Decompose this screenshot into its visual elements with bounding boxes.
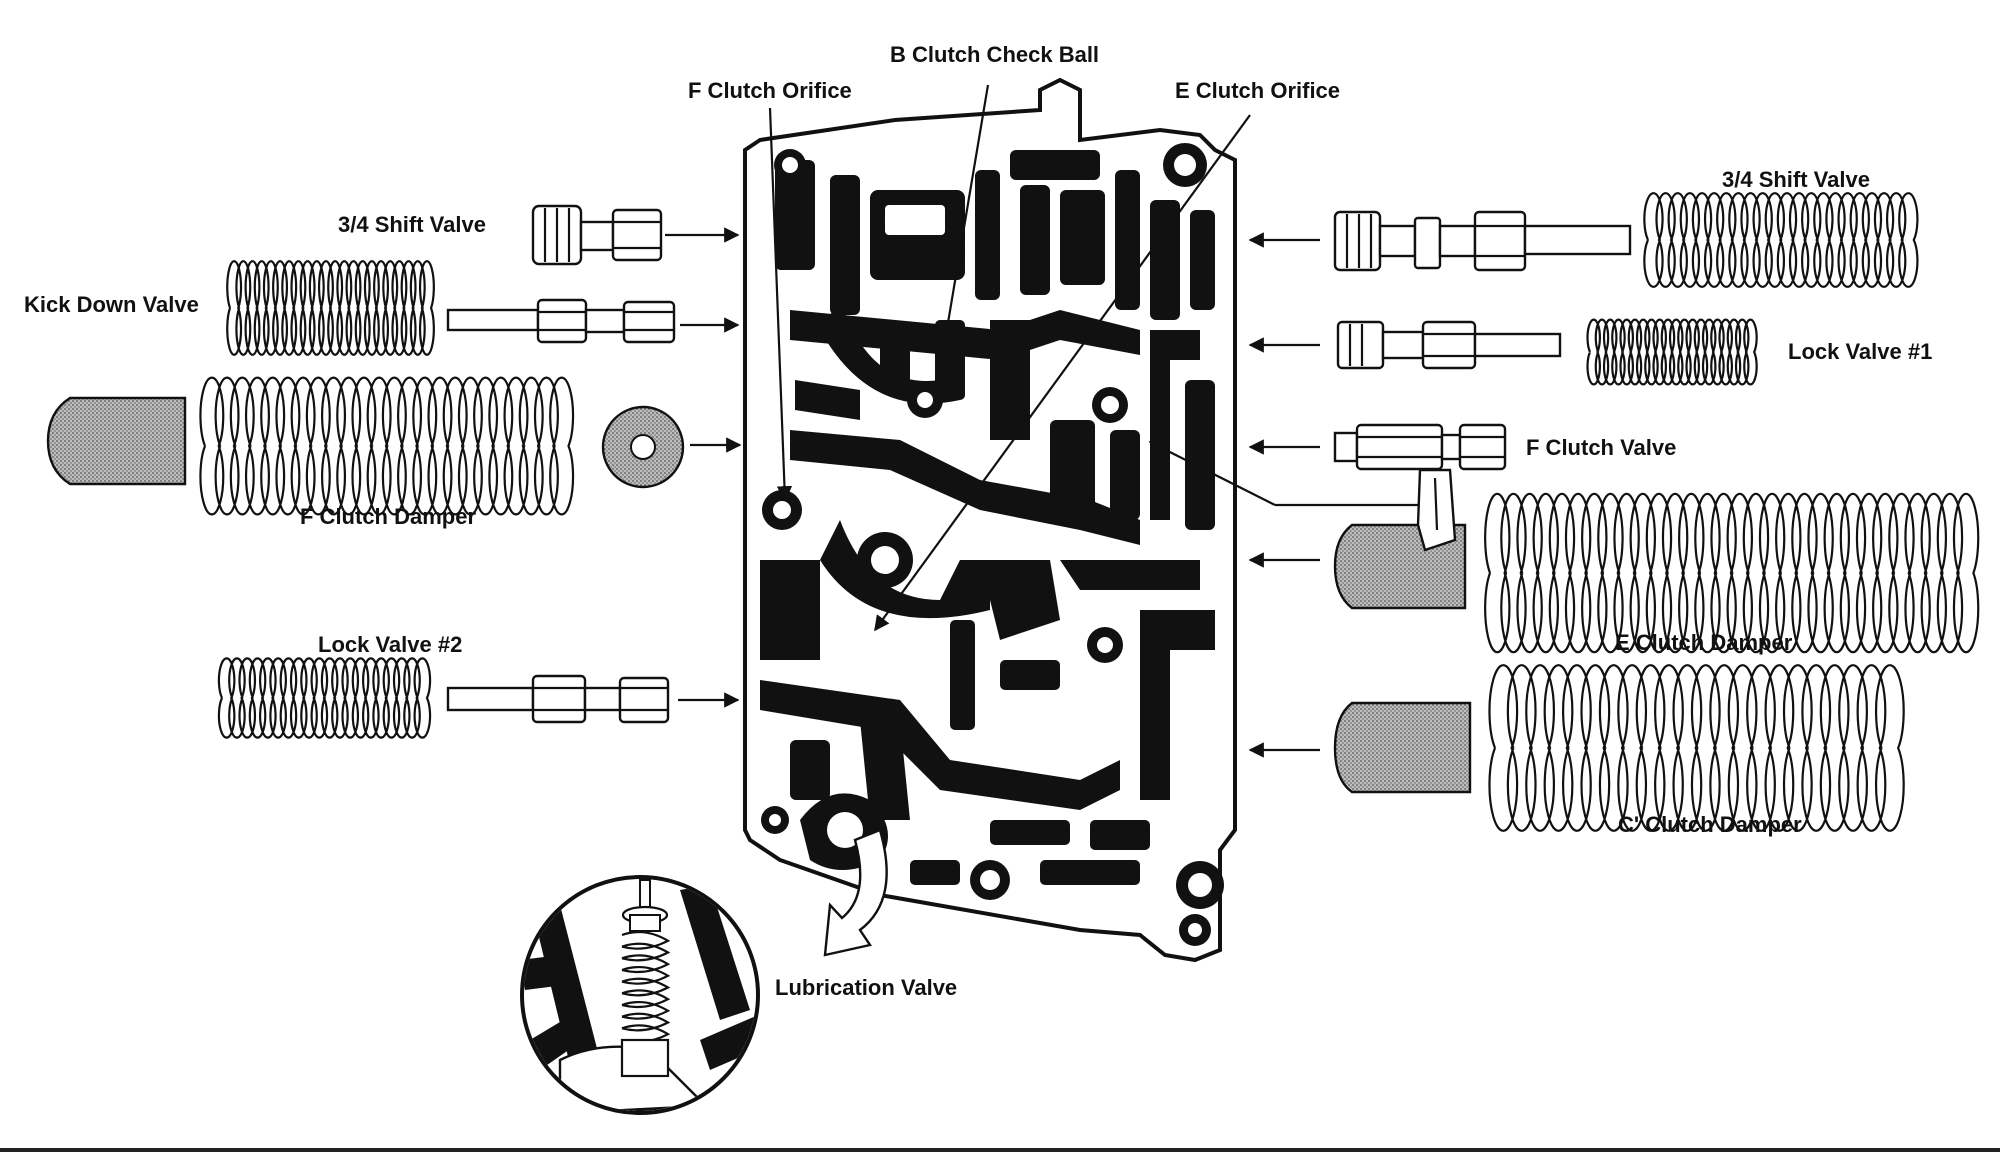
lubrication-valve-callout-arrow bbox=[823, 828, 888, 957]
shift-valve-right-spring bbox=[1643, 192, 1919, 288]
label-f-clutch-valve: F Clutch Valve bbox=[1526, 435, 1676, 460]
oil-passages bbox=[760, 143, 1224, 946]
label-shift-valve-left: 3/4 Shift Valve bbox=[338, 212, 486, 237]
c-clutch-damper-spring bbox=[1488, 664, 1905, 832]
label-e-clutch-orifice: E Clutch Orifice bbox=[1175, 78, 1340, 103]
f-clutch-damper-spring bbox=[199, 376, 575, 516]
lubrication-valve-detail-circle bbox=[520, 875, 760, 1115]
bottom-rule bbox=[0, 1148, 2000, 1152]
valve-body bbox=[743, 77, 1237, 963]
kick-down-spring bbox=[226, 260, 435, 356]
c-clutch-damper-piston bbox=[1333, 701, 1472, 794]
lock-valve-2-spool bbox=[446, 674, 670, 724]
f-clutch-valve-spool bbox=[1333, 423, 1507, 471]
lock-valve-1-spool bbox=[1336, 320, 1562, 370]
label-shift-valve-right: 3/4 Shift Valve bbox=[1722, 167, 1870, 192]
e-clutch-damper-spring bbox=[1484, 492, 1980, 654]
f-clutch-damper-disc bbox=[601, 405, 685, 489]
shift-valve-left-spool bbox=[531, 204, 663, 266]
label-b-clutch-check-ball: B Clutch Check Ball bbox=[890, 42, 1099, 67]
label-f-clutch-orifice: F Clutch Orifice bbox=[688, 78, 852, 103]
label-lubrication-valve: Lubrication Valve bbox=[775, 975, 957, 1000]
label-c-clutch-damper: C' Clutch Damper bbox=[1618, 812, 1802, 837]
shift-valve-right-spool bbox=[1333, 210, 1632, 272]
label-lock-valve-1: Lock Valve #1 bbox=[1788, 339, 1932, 364]
label-lock-valve-2: Lock Valve #2 bbox=[318, 632, 462, 657]
e-clutch-damper-piston bbox=[1333, 468, 1467, 610]
f-clutch-damper-piston bbox=[46, 396, 187, 486]
label-kick-down-valve: Kick Down Valve bbox=[24, 292, 199, 317]
lock-valve-1-spring bbox=[1586, 318, 1758, 386]
leader-lines bbox=[665, 84, 1425, 758]
kick-down-valve-spool bbox=[446, 298, 676, 344]
lock-valve-2-spring bbox=[217, 657, 432, 739]
